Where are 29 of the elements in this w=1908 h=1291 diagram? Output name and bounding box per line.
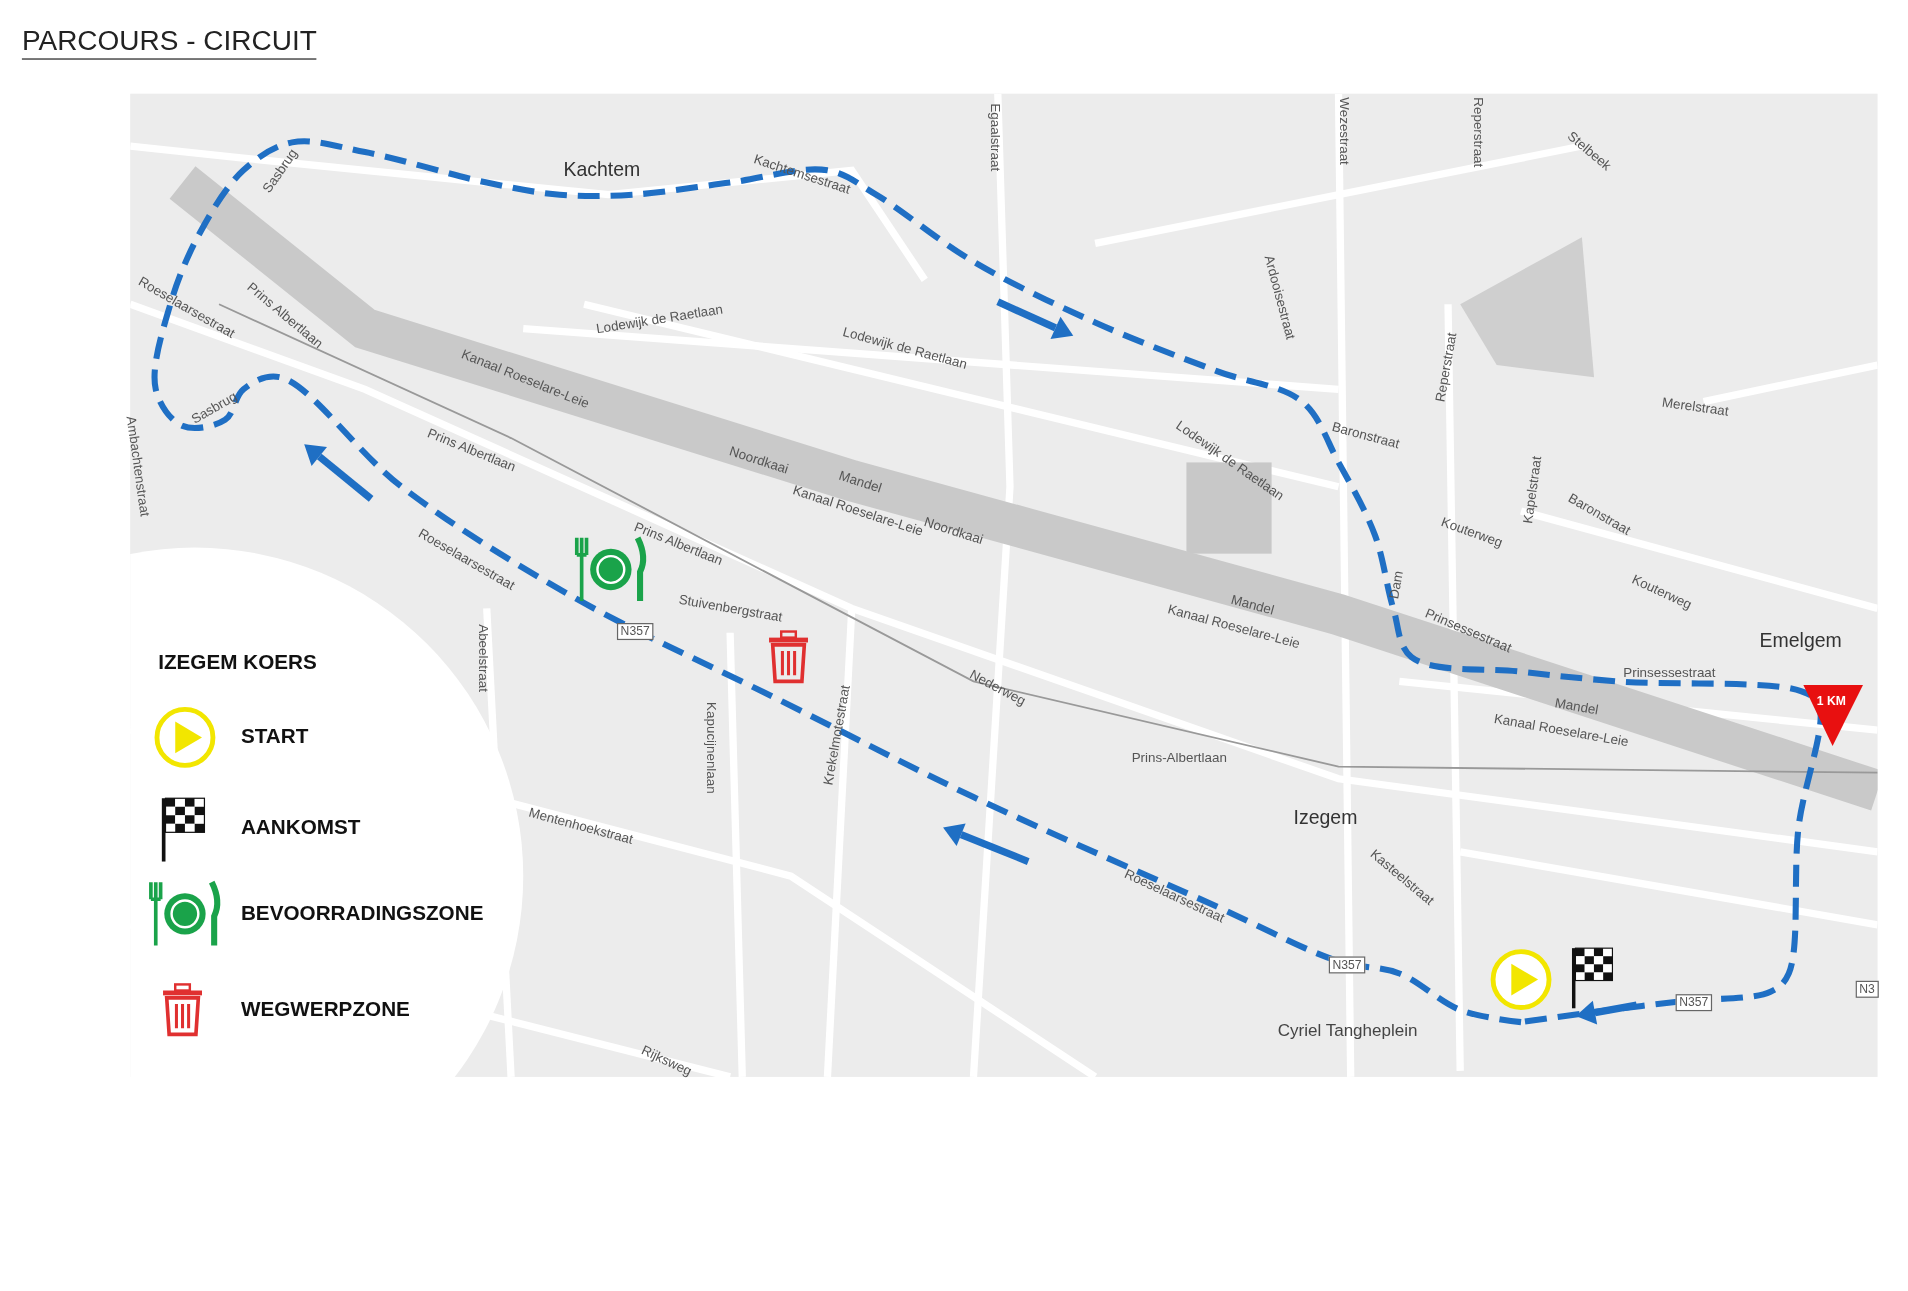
legend-label: START [240,725,309,750]
title: PARCOURS - CIRCUIT [21,24,317,60]
street-name: Egaalstraat [988,103,1003,172]
legend-label: BEVOORRADINGSZONE [240,901,484,926]
place-name: Emelgem [1759,633,1842,649]
marker-label: 1 KM [1816,693,1846,709]
road-number: N357 [616,623,654,641]
street-name: Merelstraat [1661,394,1730,419]
legend-label: WEGWERPZONE [240,997,410,1023]
street-name: Mandel [837,467,884,496]
street-name: Mandel [1229,591,1276,618]
street-name: Wezestraat [1337,97,1352,165]
road-number: N357 [1675,994,1712,1012]
street-name: Prins-Albertlaan [1131,749,1227,765]
road-number: N3 [1855,980,1879,998]
street-name: Lodewijk de Raetlaan [595,301,724,336]
street-name: Kapucijnenlaan [704,702,720,794]
street-name: Reperstraat [1432,331,1459,403]
legend-label: AANKOMST [240,815,361,840]
street-name: Prinsessestraat [1623,664,1716,679]
street-name: Dam [1386,569,1406,600]
street-name: Reperstraat [1471,97,1486,168]
place-name: Cyriel Tangheplein [1277,1022,1418,1037]
street-name: Mandel [1553,694,1600,717]
street-name: Kapelstraat [1519,455,1544,525]
legend-heading: IZEGEM KOERS [158,655,317,671]
street-name: Abeelstraat [477,624,492,692]
place-name: Kachtem [563,163,641,178]
road-number: N357 [1328,956,1366,974]
